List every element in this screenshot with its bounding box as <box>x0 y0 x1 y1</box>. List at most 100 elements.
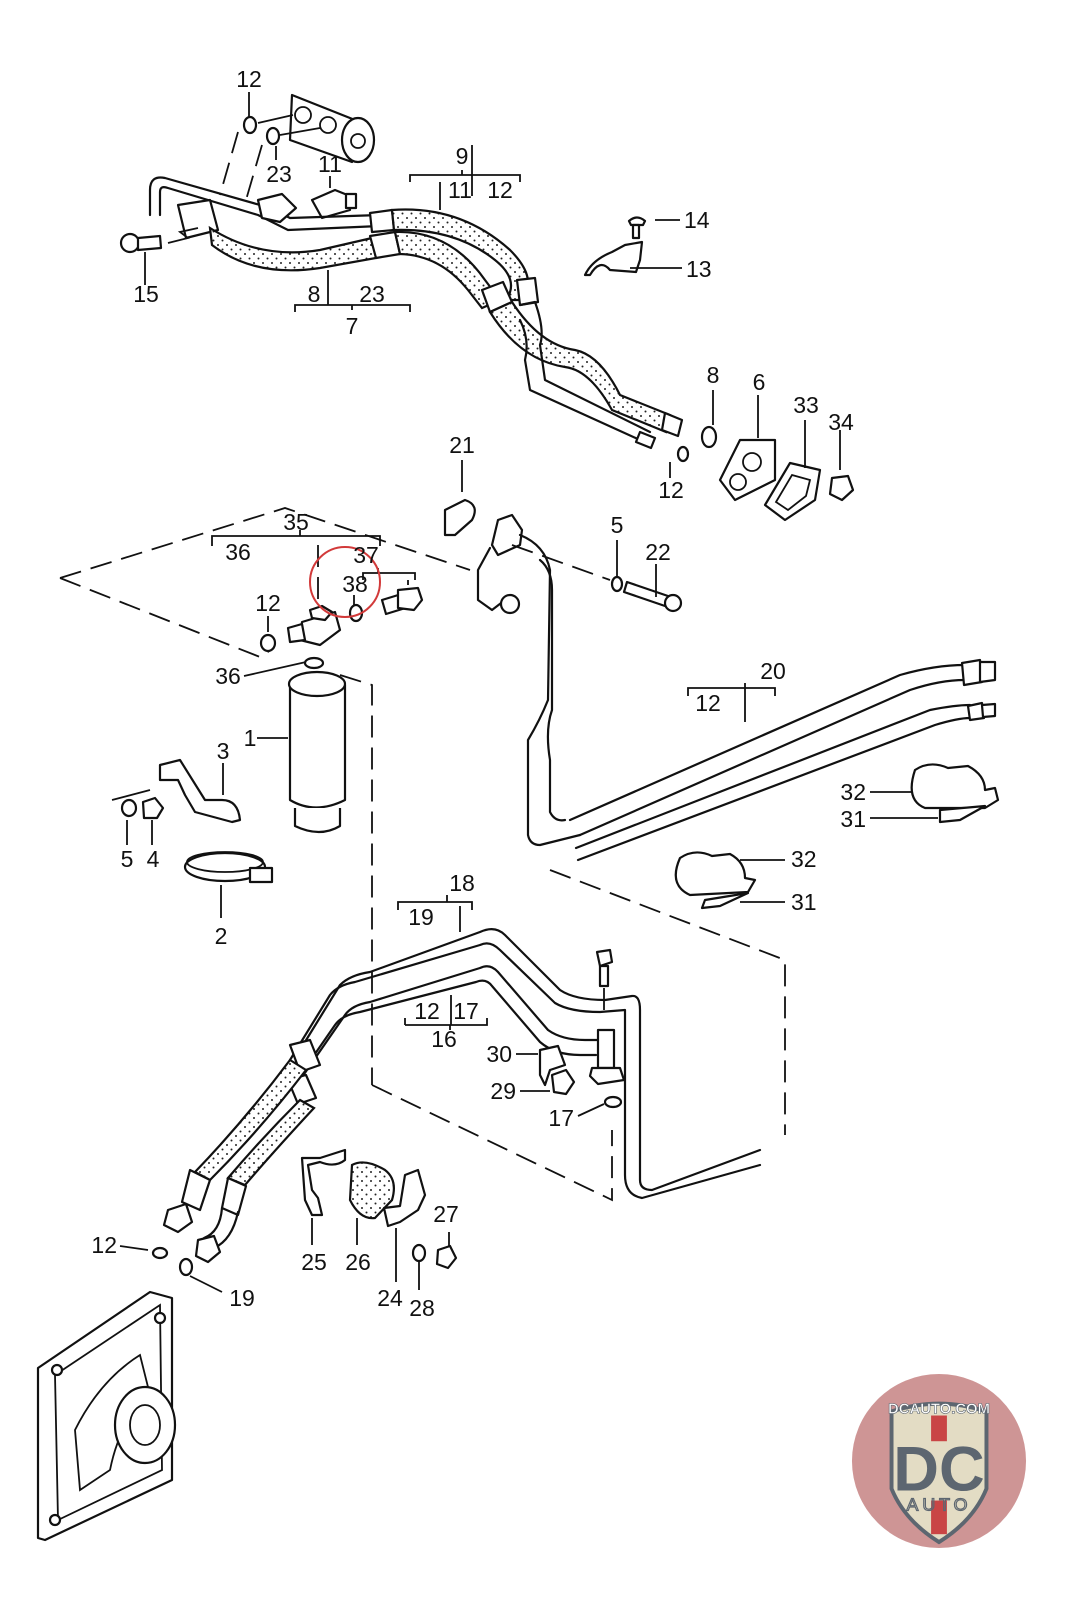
callout-34: 34 <box>828 409 854 435</box>
callout-23-b: 23 <box>359 281 385 307</box>
hose-clamp-2 <box>183 851 274 884</box>
nut-34 <box>828 474 855 502</box>
bracket-3 <box>158 758 242 824</box>
clip-30 <box>538 1044 567 1087</box>
callout-14: 14 <box>684 207 710 233</box>
rubber-mount-26 <box>348 1161 395 1220</box>
o-ring-12-mid <box>259 633 277 653</box>
callout-38: 38 <box>342 571 368 597</box>
o-ring-12-top <box>242 115 258 135</box>
callout-6: 6 <box>753 369 766 395</box>
o-ring-12-lower <box>151 1246 169 1260</box>
callout-labels: 12 23 11 9 11 12 14 13 15 8 23 7 8 6 33 … <box>91 66 866 1321</box>
callout-11: 11 <box>318 151 342 177</box>
leader-lines <box>119 92 938 1293</box>
callout-12-d: 12 <box>695 690 721 716</box>
callout-19: 19 <box>408 904 434 930</box>
callout-7: 7 <box>346 313 359 339</box>
callout-31: 31 <box>840 806 866 832</box>
tee-fitting <box>286 604 342 647</box>
callout-9-12: 12 <box>487 177 513 203</box>
washer-28 <box>411 1243 427 1263</box>
callout-9: 9 <box>456 143 469 169</box>
logo-sub-text: AUTO <box>907 1494 972 1514</box>
callout-25: 25 <box>301 1249 327 1275</box>
o-ring-19-lower <box>178 1257 194 1277</box>
callout-29: 29 <box>490 1078 516 1104</box>
logo-shield <box>889 1401 989 1545</box>
callout-13: 13 <box>686 256 712 282</box>
callout-1: 1 <box>244 725 257 751</box>
callout-22: 22 <box>645 539 671 565</box>
gasket-33 <box>763 461 822 522</box>
callout-28: 28 <box>409 1295 435 1321</box>
clip-21 <box>443 498 476 537</box>
highlight-circle <box>309 546 381 618</box>
callout-5: 5 <box>611 512 624 538</box>
callout-37: 37 <box>353 542 379 568</box>
logo-top-text: DCAUTO.COM <box>888 1402 990 1418</box>
callout-27: 27 <box>433 1201 459 1227</box>
washer-36 <box>303 656 325 670</box>
o-ring-8-right <box>700 425 718 449</box>
callout-12-b: 12 <box>658 477 684 503</box>
callout-18: 18 <box>449 870 475 896</box>
bracket-pipe <box>476 513 524 615</box>
callout-19-b: 19 <box>229 1285 255 1311</box>
o-ring-23-top <box>265 126 281 146</box>
callout-23: 23 <box>266 161 292 187</box>
callout-36-b: 36 <box>215 663 241 689</box>
logo-main-text: DC <box>893 1435 984 1505</box>
dcauto-logo: DCAUTO.COM DC AUTO <box>851 1373 1027 1549</box>
bolt-lower <box>595 948 614 988</box>
callout-16: 16 <box>431 1026 457 1052</box>
nut-29 <box>550 1068 576 1096</box>
callout-9-11: 11 <box>448 177 472 203</box>
callout-15: 15 <box>133 281 159 307</box>
callout-12-c: 12 <box>255 590 281 616</box>
washer-5-left <box>120 798 138 818</box>
washer-17 <box>603 1095 623 1109</box>
callout-17: 17 <box>453 998 479 1024</box>
callout-21: 21 <box>449 432 475 458</box>
callout-12-e: 12 <box>414 998 440 1024</box>
bracket-31-right <box>938 804 987 824</box>
nut-4 <box>141 796 165 820</box>
logo-stripe-bottom <box>931 1500 947 1535</box>
callout-31-b: 31 <box>791 889 817 915</box>
callout-32-b: 32 <box>791 846 817 872</box>
callout-8-b: 8 <box>707 362 720 388</box>
callout-8: 8 <box>308 281 321 307</box>
nut-27 <box>435 1244 458 1270</box>
callout-32: 32 <box>840 779 866 805</box>
isolator-32-right <box>910 763 1000 810</box>
callout-26: 26 <box>345 1249 371 1275</box>
callout-3: 3 <box>217 738 230 764</box>
fitting-37 <box>380 586 424 616</box>
isolator-32-left <box>674 851 757 897</box>
callout-36: 36 <box>225 539 251 565</box>
bolt-15 <box>119 232 163 254</box>
o-ring-12-right <box>676 445 690 463</box>
callout-2: 2 <box>215 923 228 949</box>
washer-5-mid <box>610 575 624 593</box>
callout-24: 24 <box>377 1285 403 1311</box>
expansion-valve <box>288 93 376 164</box>
callout-20: 20 <box>760 658 786 684</box>
condenser-fan-assembly <box>36 1290 177 1542</box>
callout-17-b: 17 <box>548 1105 574 1131</box>
bolt-22 <box>622 580 683 613</box>
callout-35: 35 <box>283 509 309 535</box>
screw-14 <box>627 216 647 240</box>
bracket-31-left <box>700 891 750 910</box>
callout-12-f: 12 <box>91 1232 117 1258</box>
bracket-25 <box>300 1148 347 1217</box>
callout-12: 12 <box>236 66 262 92</box>
callout-4: 4 <box>147 846 160 872</box>
bracket-24 <box>382 1168 427 1228</box>
callout-5-b: 5 <box>121 846 134 872</box>
flange-plate-6 <box>718 438 777 502</box>
callout-30: 30 <box>486 1041 512 1067</box>
clip-13 <box>583 240 644 277</box>
